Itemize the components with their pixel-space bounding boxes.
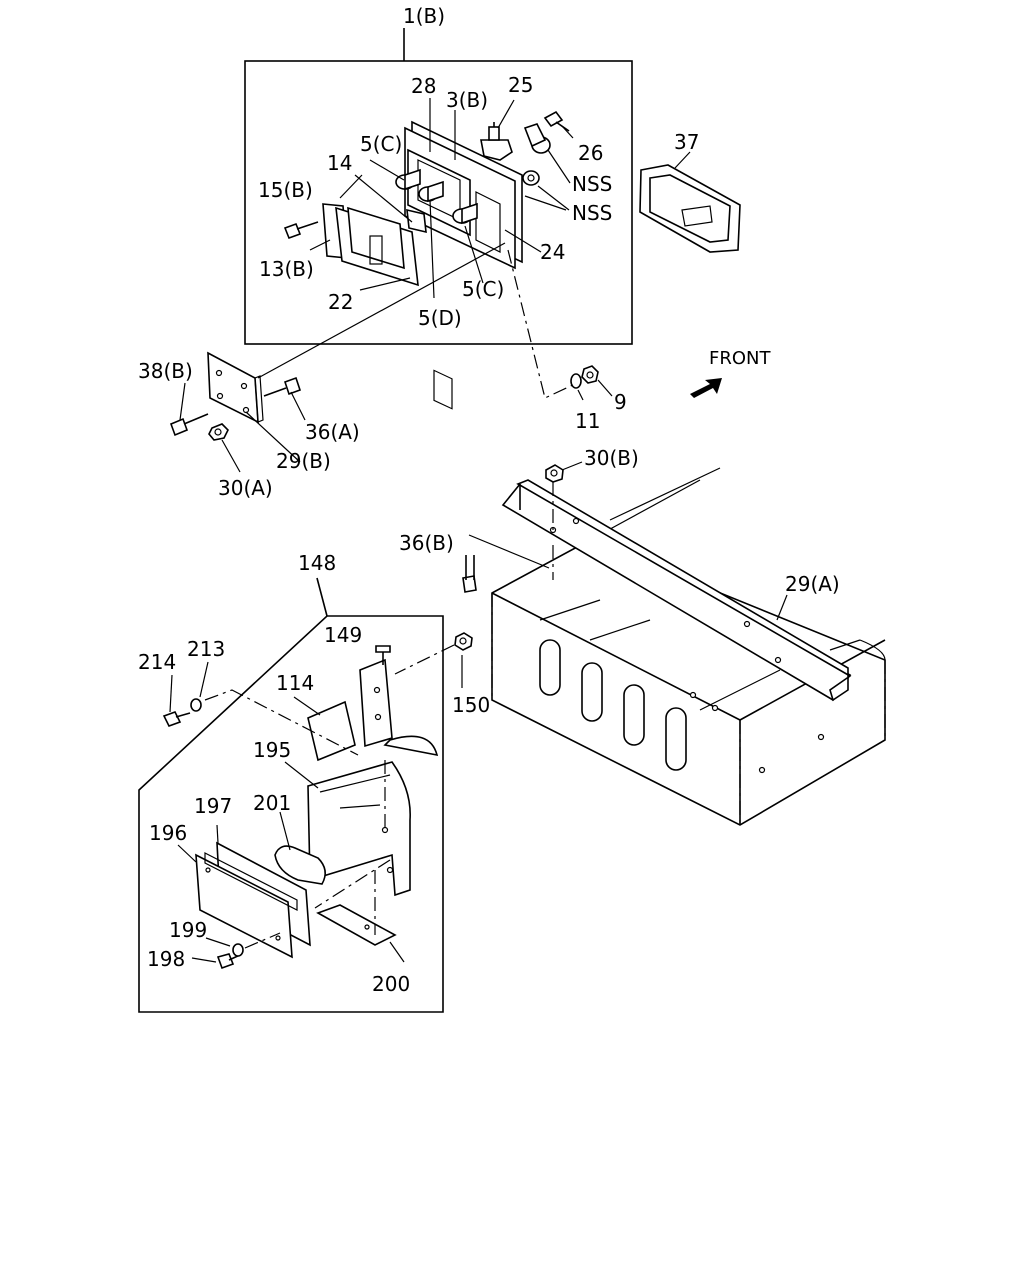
label-25: 25 <box>508 73 533 97</box>
label-11: 11 <box>575 409 600 433</box>
label-201: 201 <box>253 791 291 815</box>
label-214: 214 <box>138 650 176 674</box>
label-149: 149 <box>324 623 362 647</box>
label-5c-bottom: 5(C) <box>462 277 504 301</box>
screw-149 <box>375 645 391 665</box>
label-3b: 3(B) <box>446 88 488 112</box>
label-26: 26 <box>578 141 603 165</box>
bolt-15b <box>283 221 319 240</box>
label-14: 14 <box>327 151 352 175</box>
bolt-36a <box>263 376 302 397</box>
label-nss-1: NSS <box>572 172 612 196</box>
callout-labels: 1(B) 28 3(B) 25 26 NSS NSS 37 5(C) 14 15… <box>138 4 840 996</box>
assembly-1b-group <box>244 28 633 410</box>
plate-200 <box>316 904 397 946</box>
nss-bushing-1 <box>523 123 551 154</box>
part-37 <box>639 151 741 253</box>
label-196: 196 <box>149 821 187 845</box>
lens-196 <box>195 852 298 959</box>
pin-5d <box>418 180 444 203</box>
label-198: 198 <box>147 947 185 971</box>
label-1b: 1(B) <box>403 4 445 28</box>
label-9: 9 <box>614 390 627 414</box>
nut-30b <box>545 464 564 483</box>
label-30b: 30(B) <box>584 446 639 470</box>
label-200: 200 <box>372 972 410 996</box>
assembly-148-frame <box>138 615 444 1013</box>
bolt-38b <box>169 413 209 437</box>
bolt-214 <box>162 711 191 727</box>
label-38b: 38(B) <box>138 359 193 383</box>
front-arrow-icon <box>690 378 722 398</box>
pin-5c-lower <box>452 202 478 225</box>
label-199: 199 <box>169 918 207 942</box>
label-24: 24 <box>540 240 565 264</box>
washer-11 <box>570 373 582 389</box>
bracket-29b <box>207 351 264 424</box>
bolt-36b <box>462 555 477 593</box>
label-213: 213 <box>187 637 225 661</box>
label-114: 114 <box>276 671 314 695</box>
chassis-frame <box>491 467 886 826</box>
label-197: 197 <box>194 794 232 818</box>
nss-bushing-2 <box>522 170 540 186</box>
label-5c-top: 5(C) <box>360 132 402 156</box>
label-36a: 36(A) <box>305 420 360 444</box>
label-30a: 30(A) <box>218 476 273 500</box>
label-front: FRONT <box>709 348 771 369</box>
washer-213 <box>190 698 202 712</box>
label-5d: 5(D) <box>418 306 462 330</box>
screw-26 <box>543 110 570 132</box>
bulb-201 <box>274 845 326 885</box>
label-29b: 29(B) <box>276 449 331 473</box>
label-36b: 36(B) <box>399 531 454 555</box>
nut-30a <box>208 423 229 441</box>
nut-150 <box>454 632 473 651</box>
label-148: 148 <box>298 551 336 575</box>
plate-22 <box>335 206 427 287</box>
label-37: 37 <box>674 130 699 154</box>
label-22: 22 <box>328 290 353 314</box>
label-nss-2: NSS <box>572 201 612 225</box>
label-15b: 15(B) <box>258 178 313 202</box>
label-28: 28 <box>411 74 436 98</box>
nut-9 <box>581 365 599 384</box>
rail-29a <box>501 479 852 702</box>
label-150: 150 <box>452 693 490 717</box>
label-29a: 29(A) <box>785 572 840 596</box>
lamp-assembly-148 <box>138 577 473 1013</box>
label-13b: 13(B) <box>259 257 314 281</box>
label-195: 195 <box>253 738 291 762</box>
washer-199 <box>232 943 244 957</box>
connector-25 <box>480 122 513 161</box>
assembly-1b-frame <box>244 60 633 345</box>
